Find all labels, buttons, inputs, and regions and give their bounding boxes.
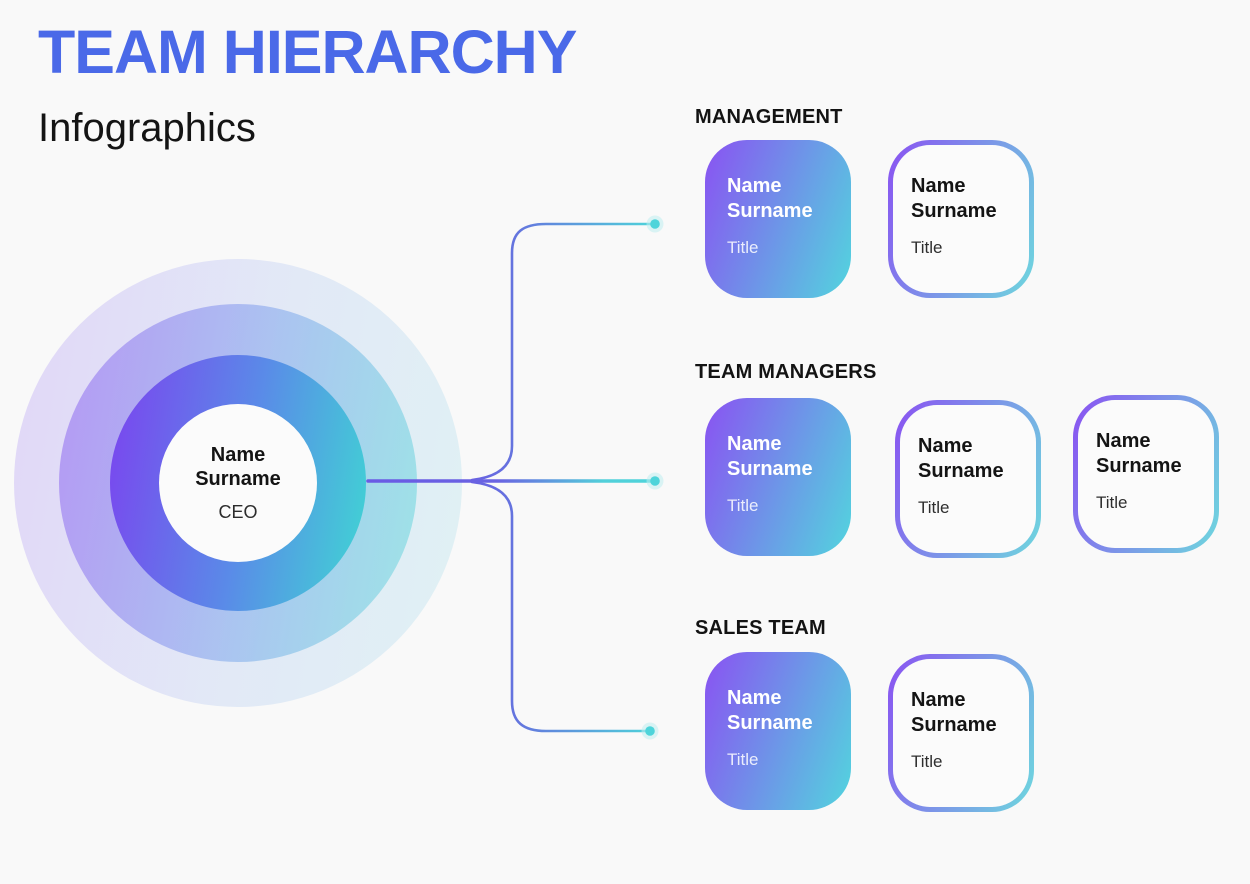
member-card: Name Surname Title (705, 398, 851, 556)
member-card: Name Surname Title (888, 654, 1034, 812)
member-name: Name Surname (1096, 430, 1182, 477)
member-title: Title (1096, 493, 1128, 512)
ceo-role: CEO (218, 502, 258, 523)
member-card: Name Surname Title (895, 400, 1041, 558)
member-title: Title (727, 496, 759, 515)
section-heading-team-managers: TEAM MANAGERS (695, 361, 877, 383)
connector-lines (366, 215, 664, 740)
connector-dot (650, 219, 660, 229)
member-name: Name Surname (727, 175, 813, 222)
member-title: Title (911, 238, 943, 257)
connector-branch-bottom (470, 480, 650, 733)
member-title: Title (911, 752, 943, 771)
ceo-node: Name Surname CEO (159, 404, 317, 562)
member-name: Name Surname (727, 687, 813, 734)
member-title: Title (918, 498, 950, 517)
page-title: TEAM HIERARCHY (38, 18, 577, 86)
connector-dot (645, 726, 655, 736)
connector-branch-top (470, 222, 654, 482)
member-card: Name Surname Title (1073, 395, 1219, 553)
section-heading-sales-team: SALES TEAM (695, 617, 826, 639)
member-card: Name Surname Title (705, 652, 851, 810)
member-title: Title (727, 750, 759, 769)
section-heading-management: MANAGEMENT (695, 106, 843, 128)
member-card: Name Surname Title (705, 140, 851, 298)
connector-dot (650, 476, 660, 486)
page-subtitle: Infographics (38, 106, 256, 150)
member-card: Name Surname Title (888, 140, 1034, 298)
member-name: Name Surname (727, 433, 813, 480)
ceo-name: Name Surname (195, 443, 281, 490)
member-name: Name Surname (911, 175, 997, 222)
member-name: Name Surname (911, 689, 997, 736)
member-title: Title (727, 238, 759, 257)
member-name: Name Surname (918, 435, 1004, 482)
